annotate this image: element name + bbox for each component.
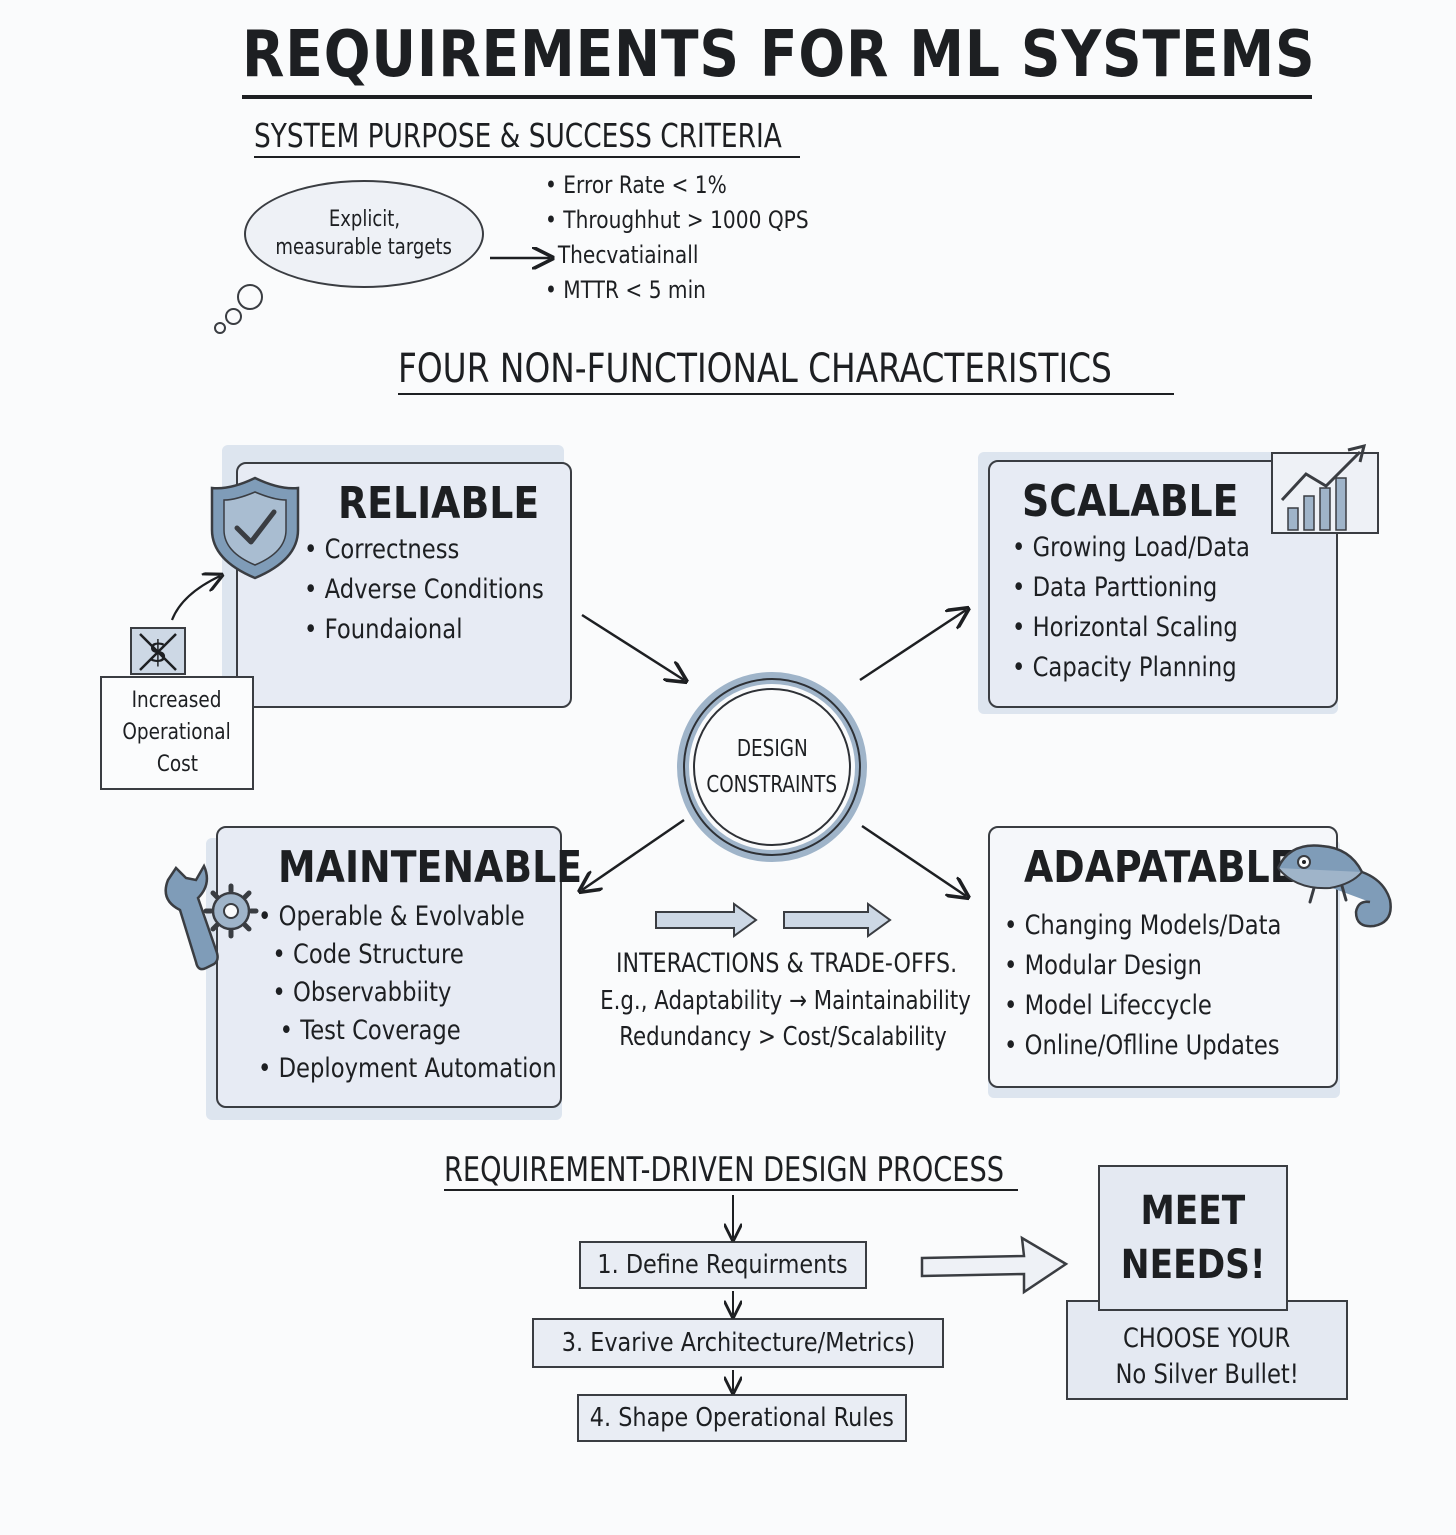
- design-constraints-line1: DESIGN: [736, 736, 808, 762]
- design-constraints-line2: CONSTRAINTS: [706, 772, 838, 798]
- block-arrow: [783, 902, 892, 938]
- page-title: REQUIREMENTS FOR ML SYSTEMS: [242, 18, 1316, 92]
- criteria-item: • Error Rate < 1%: [545, 171, 727, 199]
- growth-chart-icon: [1271, 443, 1379, 534]
- process-heading-underline: [444, 1189, 1018, 1191]
- curved-arrow: [170, 576, 220, 621]
- list-item: • Adverse Conditions: [304, 574, 544, 605]
- reliable-list: • Correctness • Adverse Conditions • Fou…: [304, 530, 590, 650]
- adapatable-title: ADAPATABLE: [1024, 842, 1296, 893]
- scalable-title: SCALABLE: [1022, 476, 1239, 527]
- list-item: • Operable & Evolvable: [258, 901, 525, 932]
- characteristics-heading-underline: [398, 393, 1174, 395]
- arrow-center-to-maintenable: [582, 818, 685, 890]
- thought-bubble: Explicit, measurable targets: [244, 180, 484, 288]
- list-item: • Code Structure: [258, 939, 464, 970]
- bubble-text-line1: Explicit,: [328, 207, 400, 232]
- tradeoffs-heading: INTERACTIONS & TRADE-OFFS.: [616, 948, 958, 979]
- adapatable-card: ADAPATABLE • Changing Models/Data • Modu…: [988, 826, 1338, 1088]
- title-underline: [242, 95, 1312, 99]
- list-item: • Modular Design: [1004, 950, 1202, 981]
- purpose-heading: SYSTEM PURPOSE & SUCCESS CRITERIA: [254, 116, 782, 155]
- chameleon-icon: [1276, 844, 1392, 928]
- wrench-gear-icon: [164, 863, 259, 971]
- list-item: • Growing Load/Data: [1012, 532, 1250, 563]
- list-item: • Observabbiity: [258, 977, 452, 1008]
- process-step: 4. Shape Operational Rules: [577, 1394, 907, 1442]
- list-item: • Capacity Planning: [1012, 652, 1237, 683]
- meet-needs-arrow: [920, 1235, 1069, 1295]
- list-item: • Model Lifeccycle: [1004, 990, 1212, 1021]
- bubble-puff-medium: [225, 308, 242, 325]
- block-arrow: [655, 902, 758, 938]
- criteria-item: Thecvatiainall: [557, 241, 699, 269]
- maintenable-title: MAINTENABLE: [278, 842, 583, 893]
- list-item: • Online/Oflline Updates: [1004, 1030, 1280, 1061]
- choose-line1: CHOOSE YOUR: [1123, 1323, 1291, 1354]
- scalable-list: • Growing Load/Data • Data Parttioning •…: [1012, 528, 1295, 688]
- criteria-item: • Throughhut > 1000 QPS: [545, 206, 809, 234]
- bubble-puff-large: [237, 284, 263, 310]
- list-item: • Correctness: [304, 534, 460, 565]
- process-heading: REQUIREMENT-DRIVEN DESIGN PROCESS: [444, 1150, 1005, 1190]
- criteria-item: • MTTR < 5 min: [545, 276, 706, 304]
- adapatable-list: • Changing Models/Data • Modular Design …: [1004, 906, 1334, 1066]
- bubble-text-line2: measurable targets: [275, 235, 453, 260]
- list-item: • Changing Models/Data: [1004, 910, 1282, 941]
- tradeoffs-line2: Redundancy > Cost/Scalability: [619, 1022, 947, 1052]
- design-constraints-ring-outline: [683, 678, 861, 856]
- list-item: • Data Parttioning: [1012, 572, 1218, 603]
- bubble-puff-small: [214, 322, 226, 334]
- list-item: • Deployment Automation: [258, 1053, 557, 1084]
- arrow-center-to-scalable: [859, 610, 966, 682]
- process-step: 1. Define Requirments: [579, 1241, 867, 1289]
- meet-line1: MEET: [1140, 1188, 1246, 1234]
- choose-box: CHOOSE YOUR No Silver Bullet!: [1066, 1300, 1348, 1400]
- process-step: 3. Evarive Architecture/Metrics): [532, 1318, 944, 1368]
- shield-icon: [210, 476, 300, 580]
- characteristics-heading: FOUR NON-FUNCTIONAL CHARACTERISTICS: [398, 346, 1112, 392]
- reliable-title: RELIABLE: [338, 478, 540, 529]
- choose-line2: No Silver Bullet!: [1115, 1359, 1299, 1390]
- purpose-heading-underline: [254, 156, 800, 158]
- list-item: • Test Coverage: [258, 1015, 461, 1046]
- maintenable-card: MAINTENABLE • Operable & Evolvable • Cod…: [216, 826, 582, 1108]
- criteria-list: • Error Rate < 1% • Throughhut > 1000 QP…: [545, 168, 859, 308]
- meet-needs-box: MEET NEEDS!: [1098, 1165, 1288, 1311]
- arrow-reliable-to-center: [581, 613, 684, 680]
- list-item: • Foundaional: [304, 614, 463, 645]
- list-item: • Horizontal Scaling: [1012, 612, 1238, 643]
- crossed-dollar-icon: $: [130, 627, 186, 675]
- cost-note-line: Increased: [132, 688, 222, 713]
- cost-note-line: Operational: [122, 720, 232, 745]
- cost-note: Increased Operational Cost: [100, 676, 254, 790]
- meet-line2: NEEDS!: [1120, 1242, 1266, 1288]
- tradeoffs-line1: E.g., Adaptability → Maintainability: [600, 986, 971, 1016]
- cost-note-line: Cost: [156, 752, 198, 777]
- arrow-center-to-adapatable: [861, 824, 966, 896]
- design-constraints-circle: DESIGN CONSTRAINTS: [693, 688, 851, 846]
- maintenable-list: • Operable & Evolvable • Code Structure …: [258, 898, 614, 1088]
